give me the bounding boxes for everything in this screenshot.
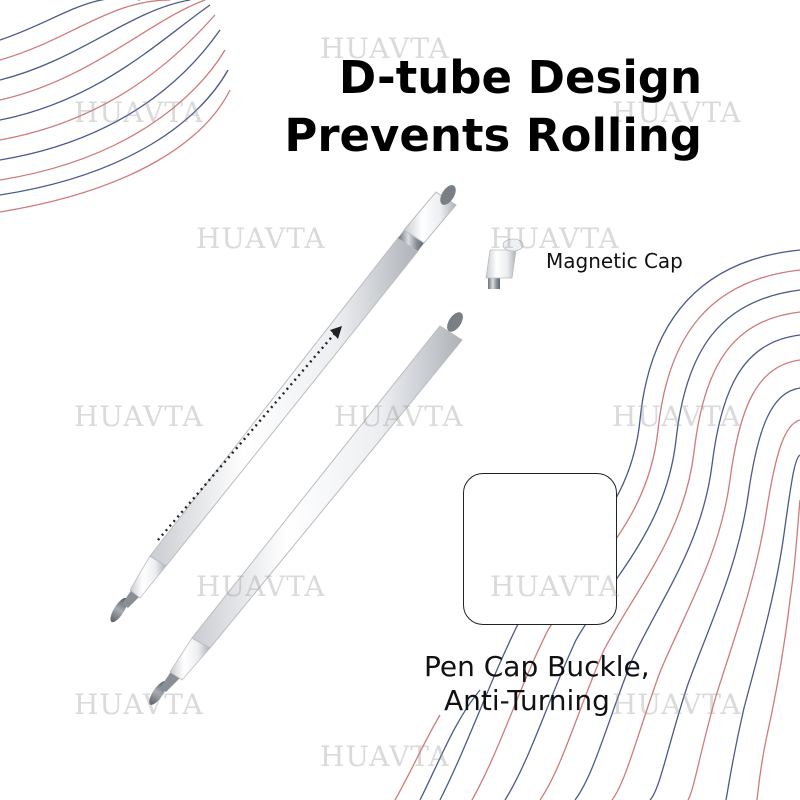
watermark-text: HUAVTA <box>490 222 620 255</box>
watermark-text: HUAVTA <box>74 688 204 721</box>
headline-line-1: D-tube Design <box>338 51 702 104</box>
buckle-caption-line-1: Pen Cap Buckle, <box>424 650 650 683</box>
headline-line-2: Prevents Rolling <box>284 109 702 162</box>
stylus-pen-short <box>149 312 463 705</box>
watermark-text: HUAVTA <box>74 96 204 129</box>
watermark-text: HUAVTA <box>612 688 742 721</box>
magnetic-cap-label: Magnetic Cap <box>546 249 683 273</box>
watermark-text: HUAVTA <box>490 570 620 603</box>
buckle-caption-line-2: Anti-Turning <box>444 684 610 717</box>
watermark-text: HUAVTA <box>320 32 450 65</box>
watermark-text: HUAVTA <box>320 740 450 773</box>
watermark-text: HUAVTA <box>612 96 742 129</box>
watermark-text: HUAVTA <box>74 400 204 433</box>
watermark-text: HUAVTA <box>196 222 326 255</box>
wave-pattern-top-left <box>0 0 231 213</box>
watermark-text: HUAVTA <box>334 400 464 433</box>
buckle-closeup-frame <box>463 473 617 625</box>
magnetic-cap <box>485 238 524 289</box>
watermark-text: HUAVTA <box>196 570 326 603</box>
stylus-pen-long <box>110 185 457 623</box>
watermark-text: HUAVTA <box>612 400 742 433</box>
